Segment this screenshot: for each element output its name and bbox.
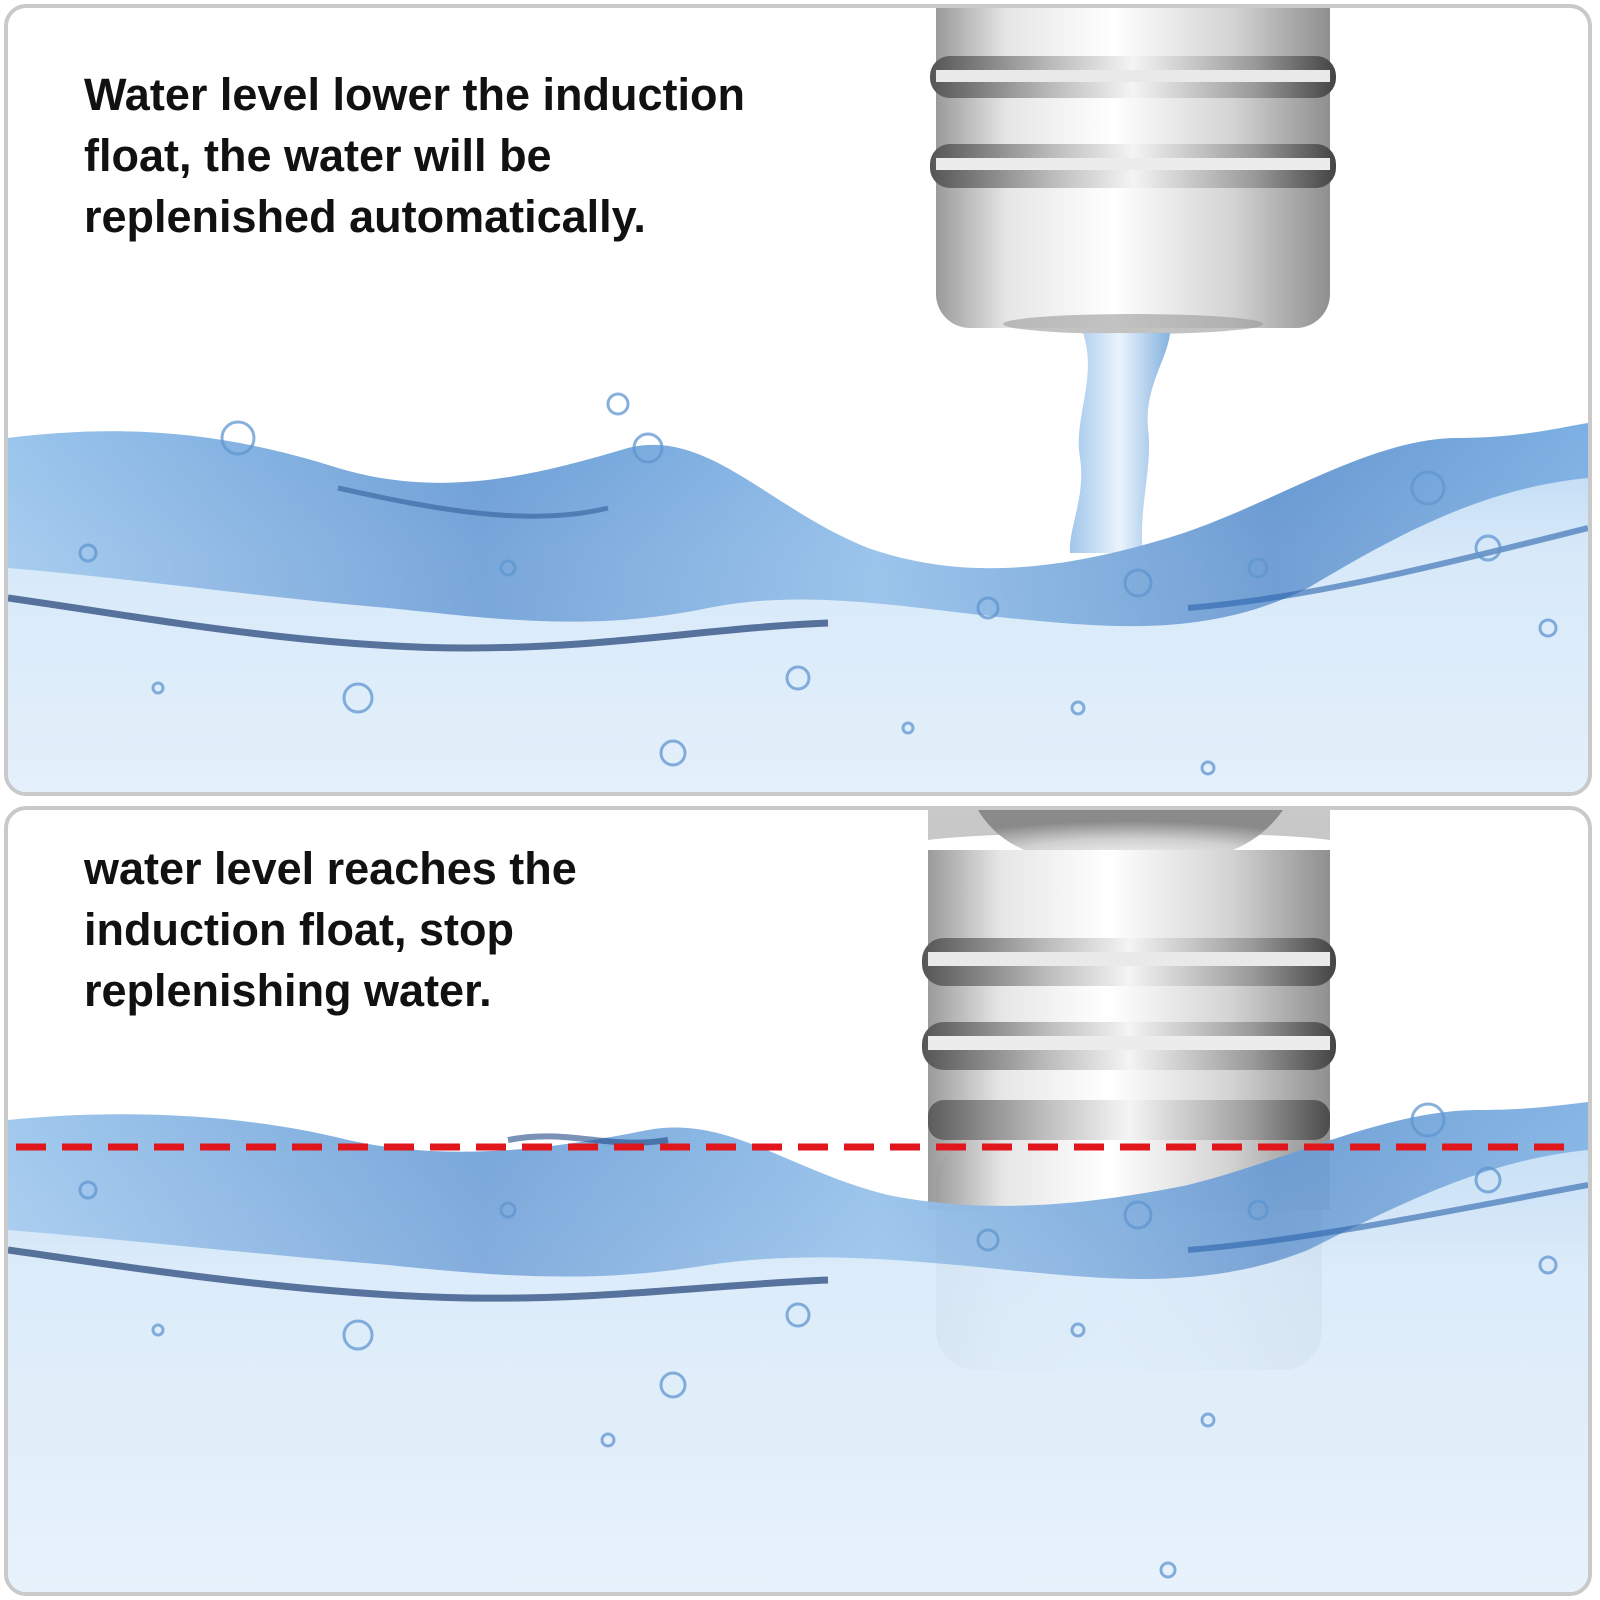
panel-water-full: water level reaches the induction float,… xyxy=(4,806,1592,1596)
water-full-scene xyxy=(8,810,1588,1592)
water-body xyxy=(8,392,1588,792)
caption-water-full: water level reaches the induction float,… xyxy=(84,843,577,1016)
panel-water-low: Water level lower the induction float, t… xyxy=(4,4,1592,796)
water-low-scene xyxy=(8,8,1588,792)
water-body-full xyxy=(8,1102,1588,1592)
water-stream xyxy=(1069,333,1170,553)
caption-water-low: Water level lower the induction float, t… xyxy=(84,69,745,242)
induction-float xyxy=(930,8,1336,334)
